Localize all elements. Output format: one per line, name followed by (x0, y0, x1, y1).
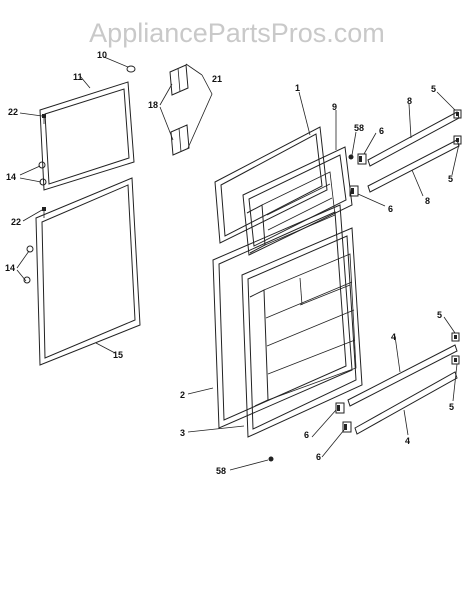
callout-22-upper: 22 (8, 107, 18, 117)
callout-22-lower: 22 (11, 217, 21, 227)
part-5-end-cap-c (451, 332, 460, 342)
callout-6-upper-a: 6 (379, 126, 384, 136)
part-6-bracket-d (342, 421, 352, 433)
callout-5-c: 5 (437, 310, 442, 320)
part-6-bracket-a (357, 153, 367, 165)
part-58-plug-upper (348, 154, 354, 160)
callout-5-d: 5 (449, 402, 454, 412)
part-6-bracket-c (335, 402, 345, 414)
freezer-gasket (214, 126, 328, 244)
part-22-screw-lower (42, 207, 46, 218)
fresh-food-door-panel (35, 177, 141, 366)
part-58-plug-lower (268, 456, 274, 462)
callout-11: 11 (73, 72, 83, 82)
callout-15: 15 (113, 350, 123, 360)
part-4-rod-upper (347, 344, 458, 407)
callout-10: 10 (97, 50, 107, 60)
callout-1: 1 (295, 83, 300, 93)
part-18-hinge-lower (170, 124, 190, 156)
part-5-end-cap-b (453, 135, 462, 145)
callout-14-lower: 14 (5, 263, 15, 273)
part-4-rod-lower (354, 371, 458, 435)
part-18-hinge-upper (169, 64, 189, 96)
part-6-bracket-b (349, 185, 359, 197)
callout-6-lower-a: 6 (304, 430, 309, 440)
callout-4-upper: 4 (391, 332, 396, 342)
part-14-clips-lower (23, 245, 34, 284)
callout-6-lower-b: 6 (316, 452, 321, 462)
freezer-inner-door (242, 146, 353, 256)
callout-6-upper-b: 6 (388, 204, 393, 214)
part-5-end-cap-d (451, 355, 460, 365)
fresh-food-inner-door (241, 227, 363, 438)
leader-lines (16, 56, 460, 471)
callout-14-upper: 14 (6, 172, 16, 182)
part-8-rod-lower (367, 139, 460, 193)
callout-8-lower: 8 (425, 196, 430, 206)
callout-2: 2 (180, 390, 185, 400)
part-22-screw-upper (42, 114, 46, 124)
watermark-text: AppliancePartsPros.com (89, 18, 385, 48)
part-5-end-cap-a (453, 109, 462, 119)
callout-4-lower: 4 (405, 436, 410, 446)
callout-5-a: 5 (431, 84, 436, 94)
callout-58-upper: 58 (354, 123, 364, 133)
callout-21: 21 (212, 74, 222, 84)
part-8-rod-upper (367, 111, 460, 167)
fresh-food-gasket (212, 204, 353, 429)
callout-5-b: 5 (448, 174, 453, 184)
freezer-door-panel (39, 81, 135, 191)
callout-18: 18 (148, 100, 158, 110)
part-10-plug (126, 65, 136, 73)
callout-58-lower: 58 (216, 466, 226, 476)
callout-8-upper: 8 (407, 96, 412, 106)
callout-3: 3 (180, 428, 185, 438)
callout-9: 9 (332, 102, 337, 112)
